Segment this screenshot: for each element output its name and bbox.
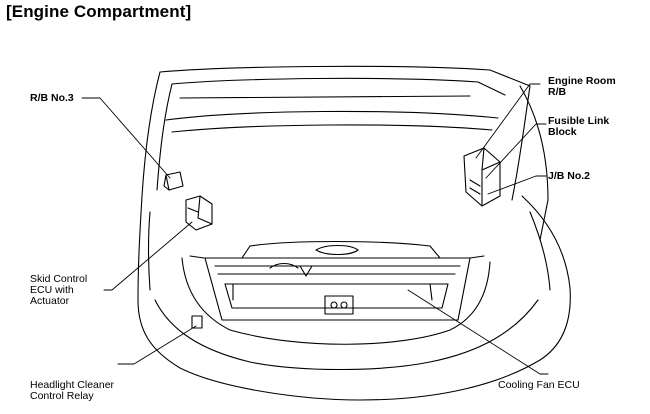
radiator-support [189,240,485,321]
page-title: [Engine Compartment] [6,2,192,21]
engine-room-rb-box [463,147,501,207]
label-fusible-link-block: Fusible Link Block [548,115,610,138]
label-engine-room-rb: Engine Room R/B [548,75,616,98]
label-rb-no3: R/B No.3 [30,92,74,104]
leader-lines [81,83,549,375]
body-outline [137,85,571,401]
label-cooling-fan-ecu: Cooling Fan ECU [498,379,580,391]
headlight-cleaner-relay-shape [191,315,203,329]
label-headlight-cleaner-relay: Headlight Cleaner Control Relay [30,379,115,402]
label-jb-no2: J/B No.2 [548,170,591,182]
skid-control-ecu-shape [185,195,213,231]
hood-outline [141,65,531,201]
rb-no3-box [163,171,184,191]
label-skid-control-ecu: Skid Control ECU with Actuator [30,273,88,307]
